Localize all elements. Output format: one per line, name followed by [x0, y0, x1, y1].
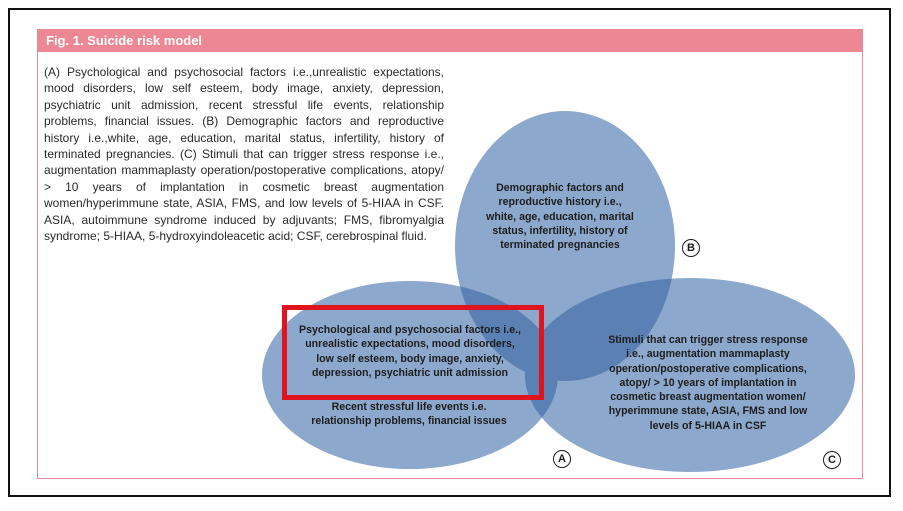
circle-a-text-upper: Psychological and psychosocial factors i…: [299, 324, 521, 379]
highlight-box: [282, 305, 544, 400]
overlap-ab: [455, 281, 558, 381]
circle-c-badge: C: [823, 451, 841, 469]
circle-c-text: Stimuli that can trigger stress response…: [608, 334, 808, 432]
figure-caption: (A) Psychological and psychosocial facto…: [44, 65, 444, 244]
overlap-bc: [525, 278, 675, 381]
circle-a-text-lower: Recent stressful life events i.e. relati…: [311, 401, 507, 428]
circle-a-badge: A: [553, 450, 571, 468]
circle-b-badge: B: [682, 239, 700, 257]
figure-header: Fig. 1. Suicide risk model: [38, 30, 862, 52]
circle-b-text: Demographic factors and reproductive his…: [486, 182, 634, 252]
